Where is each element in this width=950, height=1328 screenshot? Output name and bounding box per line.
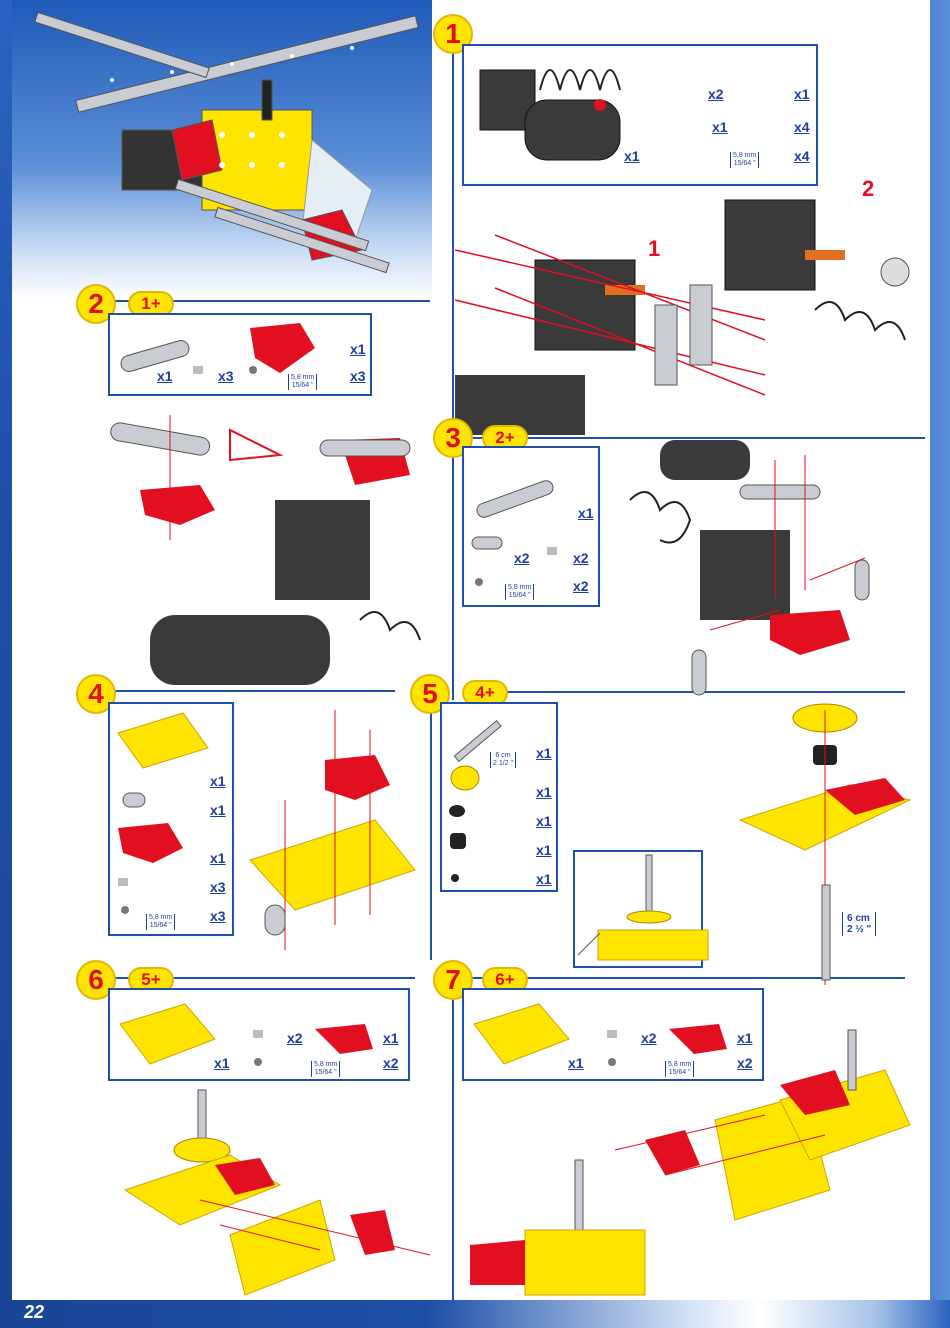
step-1-qty-bracket: x2 — [708, 86, 724, 102]
step-7-qty-nut: x2 — [641, 1030, 657, 1046]
step-4-qty-screw: x3 — [210, 908, 226, 924]
step-1-substep-2: 2 — [862, 176, 874, 202]
step-7-qty-plate: x1 — [568, 1055, 584, 1071]
step-5-qty-rod: x1 — [536, 745, 552, 761]
step-2-qty-nut: x3 — [218, 368, 234, 384]
step-3-assembly — [610, 440, 910, 730]
step-2-assembly — [100, 400, 445, 690]
step-1-assembly — [455, 200, 925, 435]
step-2-qty-strip: x1 — [157, 368, 173, 384]
step-3-qty-angle: x2 — [514, 550, 530, 566]
step-6-qty-bracket: x1 — [383, 1030, 399, 1046]
step-1-qty-screw: x4 — [794, 148, 810, 164]
divider-vertical-lower — [430, 700, 432, 960]
helicopter-illustration — [12, 10, 432, 300]
step-6-qty-plate: x1 — [214, 1055, 230, 1071]
step-2-parts-icons — [115, 318, 375, 393]
step-5-qty-collar: x1 — [536, 813, 552, 829]
step-4-assembly — [245, 700, 425, 965]
step-1-qty-pinion: x1 — [794, 86, 810, 102]
step-2-qty-triangle: x1 — [350, 341, 366, 357]
step-3-qty-bracket: x1 — [578, 505, 594, 521]
step-6-parts-icons — [115, 994, 415, 1079]
step-6-qty-nut: x2 — [287, 1030, 303, 1046]
divider-vertical-right — [452, 40, 454, 700]
step-1-qty-battery: x1 — [624, 148, 640, 164]
step-4-qty-flanged-plate: x1 — [210, 773, 226, 789]
step-5-assembly — [735, 690, 915, 985]
footer-band — [0, 1300, 950, 1328]
step-6-qty-screw: x2 — [383, 1055, 399, 1071]
step-5-detail-illustration — [578, 855, 698, 965]
step-4-parts-icons — [113, 708, 233, 933]
motor-battery-icon — [470, 50, 650, 170]
step-7-qty-bracket: x1 — [737, 1030, 753, 1046]
step-3-qty-screw: x2 — [573, 578, 589, 594]
divider-step3-top — [470, 437, 925, 439]
step-4-qty-triangle: x1 — [210, 850, 226, 866]
step-5-qty-grub-screw: x1 — [536, 871, 552, 887]
step-7-parts-icons — [469, 994, 769, 1079]
step-5-qty-spacer: x1 — [536, 842, 552, 858]
step-4-qty-nut: x3 — [210, 879, 226, 895]
step-5-qty-pulley: x1 — [536, 784, 552, 800]
step-4-qty-angle: x1 — [210, 802, 226, 818]
step-6-assembly — [120, 1090, 450, 1295]
divider-step4-top — [115, 690, 395, 692]
step-1-qty-nut: x4 — [794, 119, 810, 135]
step-1-qty-motor: x1 — [712, 119, 728, 135]
step-7-assembly — [465, 1090, 930, 1300]
page-number: 22 — [24, 1302, 44, 1323]
step-3-qty-nut: x2 — [573, 550, 589, 566]
step-2-qty-screw: x3 — [350, 368, 366, 384]
step-7-qty-screw: x2 — [737, 1055, 753, 1071]
divider-vertical-bottom — [452, 976, 454, 1300]
